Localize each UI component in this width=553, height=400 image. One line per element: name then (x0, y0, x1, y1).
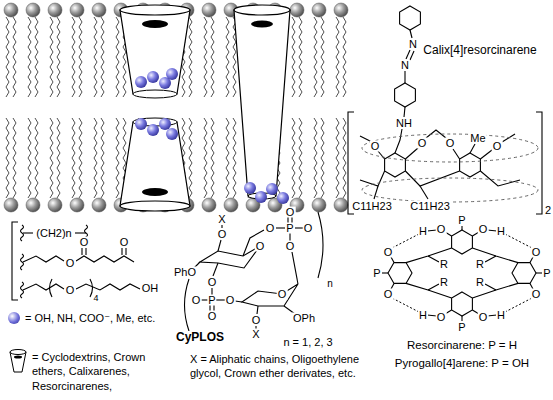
atom-label: O (217, 229, 228, 240)
atom-label: H (418, 226, 428, 237)
note: n = 1, 2, 3 (282, 337, 333, 348)
atom-label: O (255, 241, 266, 252)
atom-label: O (225, 295, 236, 306)
atom-label: O (531, 289, 542, 300)
atom-label: Me (469, 133, 486, 144)
atom-label: O (265, 223, 276, 234)
atom-label: R (475, 259, 485, 270)
caption: Pyrogallo[4]arene: P = OH (394, 358, 530, 370)
atom-label: N (408, 39, 418, 50)
atom-label: O (445, 138, 456, 149)
atom-label: O (436, 224, 447, 235)
atom-label: O (65, 285, 76, 296)
atom-label: X (217, 214, 226, 225)
atom-label: C11H23 (351, 201, 393, 212)
atom-label: R (439, 277, 449, 288)
atom-label: O (285, 241, 296, 252)
atom-label: O (65, 258, 76, 269)
atom-label: NH (395, 118, 413, 129)
atom-label: O (417, 138, 428, 149)
atom-label: N (400, 60, 410, 71)
atom-label: O (285, 207, 296, 218)
atom-label: OH (141, 283, 160, 294)
legend-swatch (8, 312, 20, 324)
compound-name: CyPLOS (175, 331, 225, 343)
note: X = Aliphatic chains, Oligoethylene glyc… (190, 352, 375, 381)
atom-label: P (457, 322, 466, 333)
atom-label: O (303, 223, 314, 234)
atom-label: O (119, 237, 130, 248)
atom-label: R (439, 259, 449, 270)
atom-label: H (496, 226, 506, 237)
atom-label: O (370, 141, 381, 152)
atom-label: R (475, 277, 485, 288)
atom-label: P (207, 295, 216, 306)
atom-label: PhO (173, 267, 197, 278)
atom-label: P (285, 223, 294, 234)
atom-label: O (436, 312, 447, 323)
atom-label: O (191, 295, 202, 306)
atom-label: H (496, 310, 506, 321)
atom-label: O (207, 277, 218, 288)
legend-text: = OH, NH, COO⁻, Me, etc. (24, 313, 156, 324)
atom-label: 2 (544, 205, 552, 216)
atom-label: O (531, 247, 542, 258)
atom-label: O (251, 315, 262, 326)
atom-label: O (478, 312, 489, 323)
atom-label: n (326, 279, 334, 289)
atom-label: (CH2)n (35, 228, 72, 239)
atom-label: P (542, 268, 551, 279)
legend-text: = Cyclodextrins, Crown ethers, Calixaren… (32, 350, 182, 393)
atom-label: O (207, 311, 218, 322)
atom-label: H (418, 310, 428, 321)
atom-label: P (457, 215, 466, 226)
atom-label: OPh (292, 313, 316, 324)
compound-name: Calix[4]resorcinarene (422, 44, 537, 56)
atom-label: 4 (92, 294, 99, 303)
atom-label: O (383, 247, 394, 258)
atom-label: X (251, 329, 260, 340)
atom-label: P (372, 268, 381, 279)
atom-label: C11H23 (409, 201, 451, 212)
atom-label: O (478, 224, 489, 235)
atom-label: O (492, 141, 503, 152)
atom-label: O (383, 289, 394, 300)
caption: Resorcinarene: P = H (406, 340, 518, 352)
atom-label: O (277, 289, 288, 300)
atom-label: O (79, 237, 90, 248)
